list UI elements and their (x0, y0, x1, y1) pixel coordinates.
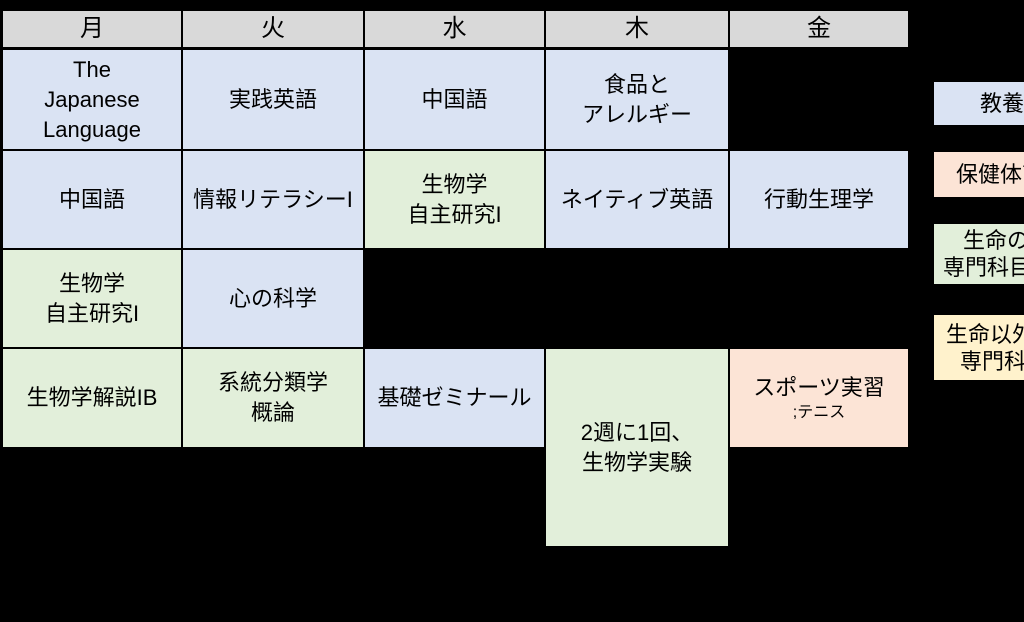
class-cell: ネイティブ英語 (545, 150, 729, 249)
class-cell: 情報リテラシーI (182, 150, 364, 249)
class-cell-label: 中国語 (421, 86, 488, 112)
legend-item-label: 生命以外の (946, 321, 1024, 347)
class-cell-label: 系統分類学 概論 (217, 370, 328, 425)
class-cell-label: スポーツ実習 (753, 375, 885, 400)
class-cell-label: 心の科学 (228, 285, 317, 311)
class-cell: 系統分類学 概論 (182, 348, 364, 448)
legend-item-label: 教養科目 (980, 91, 1024, 116)
timetable-grid: 月 火 水 木 金 The Japanese Language 実践英語 中国語… (2, 10, 909, 547)
class-cell: 基礎ゼミナール (364, 348, 545, 448)
class-cell-label: 行動生理学 (763, 186, 874, 212)
class-cell: 生物学解説IB (2, 348, 182, 448)
class-cell: 心の科学 (182, 249, 364, 348)
class-cell: 生物学 自主研究I (2, 249, 182, 348)
class-cell: 中国語 (2, 150, 182, 249)
class-cell-sublabel: ;テニス (792, 404, 846, 421)
day-header-label: 木 (625, 15, 649, 42)
legend-item-health-pe: 保健体育 (934, 152, 1024, 197)
legend-item-label: 保健体育 (956, 162, 1024, 187)
day-header-cell: 水 (364, 10, 545, 49)
legend-item-label: 専門科目 (943, 255, 1024, 280)
day-header-cell: 金 (729, 10, 909, 49)
class-cell-label: 情報リテラシーI (193, 186, 353, 212)
legend-item-general-education: 教養科目 (934, 82, 1024, 125)
legend-item-non-life-major: 生命以外の 専門科目 (934, 315, 1024, 380)
class-cell-label: 生物学解説IB (26, 385, 158, 410)
class-cell: 2週に1回、 生物学実験 (545, 348, 729, 547)
day-header-cell: 木 (545, 10, 729, 49)
legend-item-label: 生命の (963, 228, 1024, 253)
class-cell: 行動生理学 (729, 150, 909, 249)
class-cell: The Japanese Language (2, 49, 182, 150)
legend-item-label: 専門科目 (960, 348, 1024, 374)
class-cell: 実践英語 (182, 49, 364, 150)
class-cell-label: The Japanese Language (43, 56, 141, 142)
class-cell-label: 基礎ゼミナール (377, 385, 532, 410)
class-cell-label: ネイティブ英語 (560, 186, 714, 212)
class-cell: スポーツ実習 ;テニス (729, 348, 909, 448)
day-header-label: 火 (261, 15, 285, 42)
day-header-label: 水 (442, 15, 467, 42)
class-cell-label: 食品と アレルギー (581, 71, 692, 127)
class-cell: 食品と アレルギー (545, 49, 729, 150)
day-header-cell: 月 (2, 10, 182, 49)
day-header-cell: 火 (182, 10, 364, 49)
day-header-label: 月 (80, 15, 104, 42)
class-cell-label: 生物学 自主研究I (44, 270, 140, 326)
class-cell-label: 2週に1回、 生物学実験 (580, 419, 694, 475)
class-cell-label: 実践英語 (228, 86, 317, 112)
class-cell-label: 生物学 自主研究I (407, 171, 502, 227)
day-header-label: 金 (807, 15, 831, 42)
legend-item-life-science-major: 生命の 専門科目 (934, 224, 1024, 284)
class-cell: 中国語 (364, 49, 545, 150)
class-cell-label: 中国語 (58, 186, 125, 212)
class-cell: 生物学 自主研究I (364, 150, 545, 249)
